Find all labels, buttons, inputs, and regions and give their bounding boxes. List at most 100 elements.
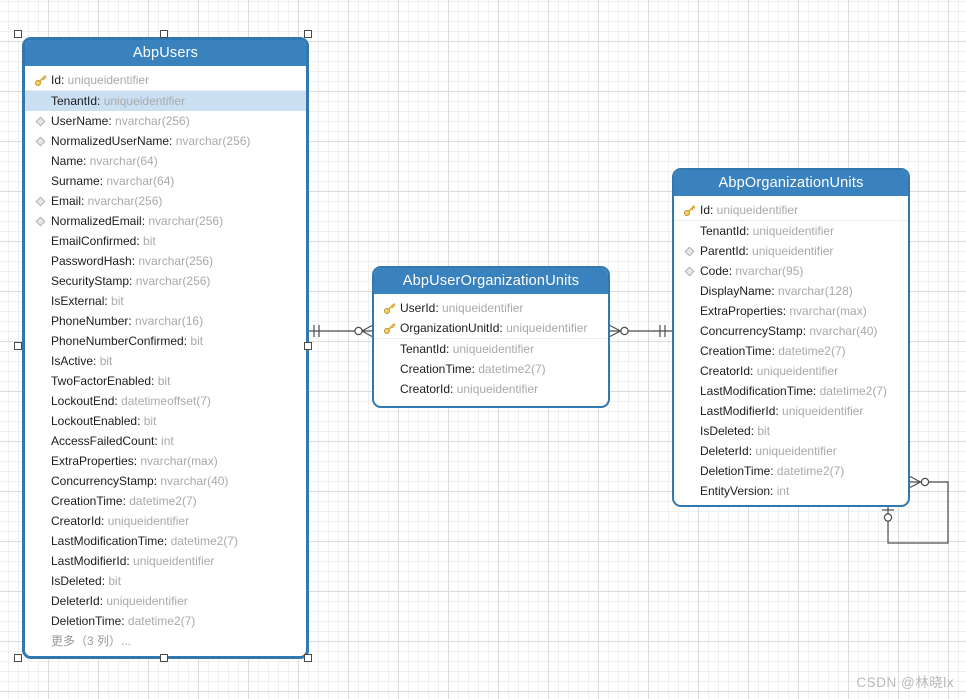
column-row[interactable]: IsExternal: bit [25,291,306,311]
index-icon [674,246,700,257]
primary-key-icon [374,302,400,315]
column-type: bit [139,234,156,248]
index-icon [25,196,51,207]
column-type: datetime2(7) [124,614,196,628]
column-name: NormalizedEmail: [51,214,146,228]
column-row[interactable]: LastModifierId: uniqueidentifier [25,551,306,571]
column-row[interactable]: Name: nvarchar(64) [25,151,306,171]
column-row[interactable]: TenantId: uniqueidentifier [374,339,608,359]
column-row[interactable]: OrganizationUnitId: uniqueidentifier [374,318,608,339]
column-type: bit [154,374,171,388]
column-row[interactable]: CreatorId: uniqueidentifier [374,379,608,399]
selection-handle[interactable] [159,29,168,38]
table-title[interactable]: AbpUsers [25,40,306,66]
relationship-orgunits-self[interactable] [882,475,949,544]
column-type: uniqueidentifier [64,73,150,87]
column-row[interactable]: IsDeleted: bit [674,421,908,441]
column-type: nvarchar(256) [132,274,211,288]
table-title[interactable]: AbpOrganizationUnits [674,170,908,196]
selection-handle[interactable] [159,653,168,662]
selection-handle[interactable] [303,653,312,662]
column-type: nvarchar(256) [172,134,251,148]
column-type: nvarchar(max) [137,454,218,468]
column-row[interactable]: LastModifierId: uniqueidentifier [674,401,908,421]
column-name: CreationTime: [700,344,775,358]
column-name: IsExternal: [51,294,108,308]
column-type: uniqueidentifier [778,404,864,418]
column-row[interactable]: UserName: nvarchar(256) [25,111,306,131]
column-name: UserName: [51,114,112,128]
column-name: OrganizationUnitId: [400,321,503,335]
column-row[interactable]: AccessFailedCount: int [25,431,306,451]
column-row[interactable]: ExtraProperties: nvarchar(max) [25,451,306,471]
column-row[interactable]: ConcurrencyStamp: nvarchar(40) [25,471,306,491]
column-row[interactable]: SecurityStamp: nvarchar(256) [25,271,306,291]
column-row[interactable]: 更多（3 列）... [25,631,306,651]
column-row[interactable]: CreationTime: datetime2(7) [374,359,608,379]
column-row[interactable]: CreationTime: datetime2(7) [25,491,306,511]
column-row[interactable]: Id: uniqueidentifier [674,200,908,221]
column-row[interactable]: IsDeleted: bit [25,571,306,591]
column-name: SecurityStamp: [51,274,133,288]
column-type: bit [105,574,122,588]
column-type: nvarchar(40) [806,324,878,338]
selection-handle[interactable] [13,653,22,662]
primary-key-icon [25,74,51,87]
column-name: Email: [51,194,85,208]
primary-key-icon [374,322,400,335]
column-row[interactable]: Surname: nvarchar(64) [25,171,306,191]
column-row[interactable]: EmailConfirmed: bit [25,231,306,251]
column-row[interactable]: DeletionTime: datetime2(7) [25,611,306,631]
selection-handle[interactable] [303,341,312,350]
selection-handle[interactable] [13,341,22,350]
column-row[interactable]: CreationTime: datetime2(7) [674,341,908,361]
column-row[interactable]: IsActive: bit [25,351,306,371]
column-row[interactable]: DisplayName: nvarchar(128) [674,281,908,301]
column-row[interactable]: Email: nvarchar(256) [25,191,306,211]
selection-handle[interactable] [303,29,312,38]
column-row[interactable]: LastModificationTime: datetime2(7) [25,531,306,551]
column-name: 更多（3 列）... [51,634,132,648]
column-row[interactable]: ExtraProperties: nvarchar(max) [674,301,908,321]
column-name: TenantId: [700,224,750,238]
column-name: DeleterId: [51,594,104,608]
column-row[interactable]: CreatorId: uniqueidentifier [25,511,306,531]
column-row[interactable]: CreatorId: uniqueidentifier [674,361,908,381]
column-row[interactable]: UserId: uniqueidentifier [374,298,608,318]
column-row[interactable]: DeletionTime: datetime2(7) [674,461,908,481]
column-row[interactable]: PhoneNumberConfirmed: bit [25,331,306,351]
column-row[interactable]: LockoutEnabled: bit [25,411,306,431]
column-row[interactable]: EntityVersion: int [674,481,908,501]
column-name: DeletionTime: [51,614,125,628]
column-row[interactable]: TenantId: uniqueidentifier [674,221,908,241]
column-name: UserId: [400,301,439,315]
column-row[interactable]: TenantId: uniqueidentifier [25,91,306,111]
column-row[interactable]: PasswordHash: nvarchar(256) [25,251,306,271]
column-row[interactable]: ParentId: uniqueidentifier [674,241,908,261]
column-name: TwoFactorEnabled: [51,374,155,388]
column-row[interactable]: Code: nvarchar(95) [674,261,908,281]
column-row[interactable]: TwoFactorEnabled: bit [25,371,306,391]
column-row[interactable]: DeleterId: uniqueidentifier [25,591,306,611]
column-row[interactable]: NormalizedEmail: nvarchar(256) [25,211,306,231]
column-type: nvarchar(256) [84,194,163,208]
column-row[interactable]: LastModificationTime: datetime2(7) [674,381,908,401]
relationship-users-userorgunits[interactable] [309,324,373,338]
column-type: nvarchar(max) [786,304,867,318]
column-row[interactable]: NormalizedUserName: nvarchar(256) [25,131,306,151]
relationship-orgunits-userorgunits[interactable] [609,324,672,338]
index-icon [25,116,51,127]
column-name: ParentId: [700,244,749,258]
column-type: uniqueidentifier [753,364,839,378]
column-row[interactable]: LockoutEnd: datetimeoffset(7) [25,391,306,411]
column-row[interactable]: Id: uniqueidentifier [25,70,306,91]
column-row[interactable]: ConcurrencyStamp: nvarchar(40) [674,321,908,341]
table-title[interactable]: AbpUserOrganizationUnits [374,268,608,294]
selection-handle[interactable] [13,29,22,38]
column-row[interactable]: DeleterId: uniqueidentifier [674,441,908,461]
column-row[interactable]: PhoneNumber: nvarchar(16) [25,311,306,331]
